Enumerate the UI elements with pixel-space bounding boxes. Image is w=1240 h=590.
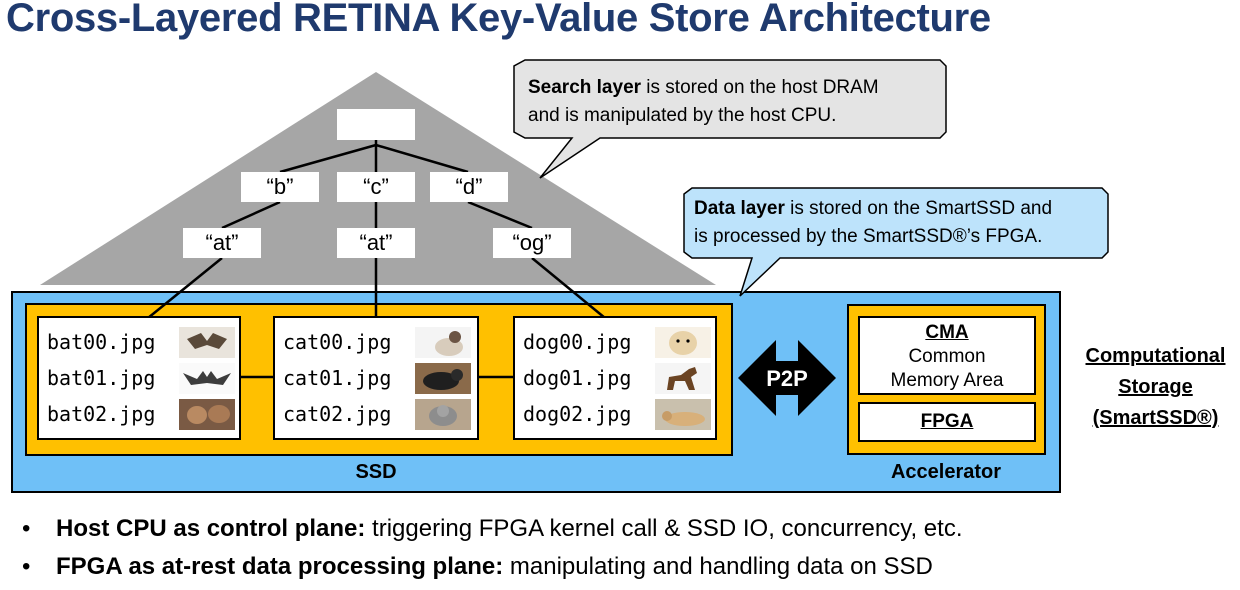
data-callout-line1: is stored on the SmartSSD and bbox=[784, 198, 1053, 219]
bullet-host-cpu: • Host CPU as control plane: triggering F… bbox=[22, 515, 963, 543]
bullet-host-cpu-bold: Host CPU as control plane: bbox=[56, 515, 366, 542]
ssd-label: SSD bbox=[355, 461, 397, 483]
tree-node-d: “d” bbox=[430, 172, 508, 202]
accelerator-label: Accelerator bbox=[890, 461, 1002, 483]
file-dog00[interactable]: dog00.jpg bbox=[523, 330, 632, 354]
tree-node-b: “b” bbox=[241, 172, 319, 202]
bat-thumbnail-1 bbox=[179, 363, 235, 394]
cs-line2: Storage bbox=[1118, 376, 1193, 398]
cat-thumbnail-2 bbox=[415, 399, 471, 430]
cma-line2: Memory Area bbox=[890, 370, 1004, 391]
tree-node-og: “og” bbox=[493, 228, 571, 258]
file-bat02[interactable]: bat02.jpg bbox=[47, 402, 156, 426]
bullet-fpga-bold: FPGA as at-rest data processing plane: bbox=[56, 553, 504, 580]
bat-file-box: bat00.jpg bat01.jpg bat02.jpg bbox=[37, 316, 241, 440]
file-cat01[interactable]: cat01.jpg bbox=[283, 366, 392, 390]
fpga-box: FPGA bbox=[858, 402, 1036, 442]
file-bat00[interactable]: bat00.jpg bbox=[47, 330, 156, 354]
file-cat00[interactable]: cat00.jpg bbox=[283, 330, 392, 354]
cat-file-box: cat00.jpg cat01.jpg cat02.jpg bbox=[273, 316, 479, 440]
fpga-label: FPGA bbox=[920, 411, 974, 432]
tree-root-node bbox=[337, 109, 415, 140]
tree-node-at-c: “at” bbox=[337, 228, 415, 258]
bat-thumbnail-2 bbox=[179, 399, 235, 430]
p2p-arrow bbox=[738, 340, 836, 416]
dog-thumbnail-2 bbox=[655, 399, 711, 430]
bullet-dot-icon: • bbox=[22, 515, 31, 542]
p2p-label: P2P bbox=[766, 366, 808, 391]
file-bat01[interactable]: bat01.jpg bbox=[47, 366, 156, 390]
search-callout-line2: and is manipulated by the host CPU. bbox=[528, 105, 837, 126]
file-dog01[interactable]: dog01.jpg bbox=[523, 366, 632, 390]
dog-thumbnail-1 bbox=[655, 363, 711, 394]
bat-thumbnail-0 bbox=[179, 327, 235, 358]
slide-title: Cross-Layered RETINA Key-Value Store Arc… bbox=[6, 0, 991, 40]
computational-storage-label: Computational Storage (SmartSSD®) bbox=[1068, 341, 1240, 434]
tree-node-c: “c” bbox=[337, 172, 415, 202]
cma-line1: Common bbox=[908, 346, 986, 367]
cma-title: CMA bbox=[925, 322, 969, 343]
search-callout-text: Search layer is stored on the host DRAM … bbox=[528, 74, 879, 130]
cat-thumbnail-0 bbox=[415, 327, 471, 358]
cma-box: CMA Common Memory Area bbox=[858, 316, 1036, 395]
cs-line3: (SmartSSD®) bbox=[1092, 407, 1219, 429]
bullet-fpga-rest: manipulating and handling data on SSD bbox=[503, 553, 933, 580]
dog-thumbnail-0 bbox=[655, 327, 711, 358]
search-callout-bold: Search layer bbox=[528, 77, 642, 98]
cs-line1: Computational bbox=[1085, 345, 1226, 367]
data-callout-bold: Data layer bbox=[694, 198, 785, 219]
data-callout-bubble bbox=[683, 187, 1109, 297]
file-dog02[interactable]: dog02.jpg bbox=[523, 402, 632, 426]
data-callout-text: Data layer is stored on the SmartSSD and… bbox=[694, 195, 1052, 251]
dog-file-box: dog00.jpg dog01.jpg dog02.jpg bbox=[513, 316, 717, 440]
search-callout-bubble bbox=[513, 59, 947, 179]
tree-node-at-b: “at” bbox=[183, 228, 261, 258]
tree-edges bbox=[147, 140, 606, 319]
search-callout-line1: is stored on the host DRAM bbox=[641, 77, 879, 98]
cat-thumbnail-1 bbox=[415, 363, 471, 394]
bullet-host-cpu-rest: triggering FPGA kernel call & SSD IO, co… bbox=[365, 515, 963, 542]
file-cat02[interactable]: cat02.jpg bbox=[283, 402, 392, 426]
data-callout-line2: is processed by the SmartSSD®’s FPGA. bbox=[694, 226, 1043, 247]
bullet-dot-icon: • bbox=[22, 553, 31, 580]
bullet-fpga: •FPGA as at-rest data processing plane: … bbox=[22, 553, 933, 581]
